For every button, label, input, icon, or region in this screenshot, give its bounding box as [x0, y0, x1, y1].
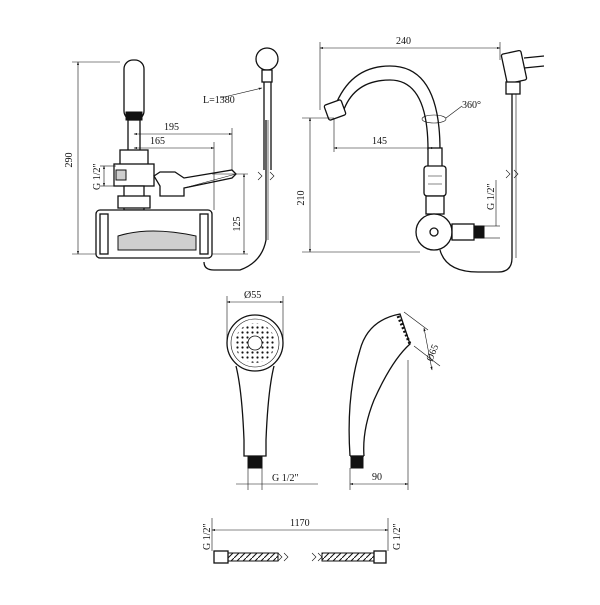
side-plug-pins: [523, 55, 545, 69]
dim-hose-length: L=1380: [203, 95, 235, 106]
side-swivel-ring: [421, 114, 447, 124]
side-column-lower: [425, 195, 445, 215]
hose-break-left: [277, 552, 289, 562]
front-spout-aerator: [125, 111, 143, 121]
dim-125: 125: [232, 217, 243, 232]
hs-side-body-inner: [348, 349, 361, 457]
front-view: [95, 47, 279, 271]
front-shower-handle-top: [261, 69, 273, 83]
hs-side-thread: [350, 455, 364, 469]
hand-shower-side: [348, 313, 412, 469]
dim-thread-right: G 1/2": [486, 183, 497, 210]
front-shower-handle: [263, 82, 272, 170]
hs-side-nozzle-face: [396, 315, 412, 345]
front-body-left-cap: [99, 213, 109, 255]
dim-145: 145: [372, 136, 387, 147]
dim-90: 90: [372, 472, 382, 483]
hose-braid-right: [321, 552, 375, 562]
side-hose-line: [439, 92, 513, 273]
side-wall-nut: [451, 223, 475, 241]
front-body-right-cap: [199, 213, 209, 255]
hs-side-body-outer: [359, 313, 411, 457]
dim-1170: 1170: [290, 518, 310, 529]
side-plug-body: [500, 49, 528, 85]
dim-360: 360°: [462, 100, 481, 111]
hose-break-right: [311, 552, 323, 562]
hose-braid-left: [227, 552, 279, 562]
dim-handle-thread: G 1/2": [272, 473, 299, 484]
dim-hose-thread-left: G 1/2": [202, 523, 213, 550]
side-column-mixer: [423, 165, 447, 197]
hose-end-right: [373, 550, 387, 564]
front-lower-nut: [117, 195, 151, 209]
side-body-knob: [429, 227, 439, 237]
side-view: [323, 49, 545, 273]
hand-shower-front-dimensions: Ø55 G 1/2": [226, 290, 318, 490]
front-hose-line: [203, 120, 267, 271]
dim-195: 195: [164, 122, 179, 133]
dim-210: 210: [296, 191, 307, 206]
hose-end-left: [213, 550, 229, 564]
dim-dia-55: Ø55: [244, 290, 261, 301]
dim-thread-left: G 1/2": [92, 163, 103, 190]
hs-front-center: [247, 335, 263, 351]
front-shower-head: [255, 47, 279, 71]
side-spout-outer: [332, 65, 441, 151]
dim-165: 165: [150, 136, 165, 147]
side-plug-neck: [505, 81, 521, 95]
side-spout-inner: [342, 79, 429, 151]
hs-front-thread: [247, 455, 263, 469]
front-inlet-left: [115, 169, 127, 181]
dim-hose-thread-right: G 1/2": [392, 523, 403, 550]
dim-dia-65: Ø65: [425, 343, 442, 363]
hand-shower-front: [226, 314, 284, 469]
front-hose-break-mark: [257, 171, 275, 181]
front-view-dimensions: 290 L=1380 195 165 G 1/2" 125: [64, 61, 263, 255]
front-body-shading: [117, 230, 197, 251]
front-spout-pipe: [123, 59, 145, 121]
side-column-upper: [427, 147, 443, 169]
side-view-dimensions: 240 360° 145 210 G 1/2": [296, 36, 501, 253]
front-lever-handle: [153, 169, 237, 197]
side-spout-tip: [323, 99, 347, 121]
shower-hose: [213, 550, 387, 564]
side-wall-thread: [473, 225, 485, 239]
hs-front-handle: [235, 365, 275, 457]
dim-290: 290: [64, 153, 75, 168]
dim-240: 240: [396, 36, 411, 47]
front-spout-stem: [127, 119, 141, 153]
side-hose-break-mark: [505, 169, 519, 179]
hose-dimensions: 1170 G 1/2" G 1/2": [202, 518, 403, 551]
